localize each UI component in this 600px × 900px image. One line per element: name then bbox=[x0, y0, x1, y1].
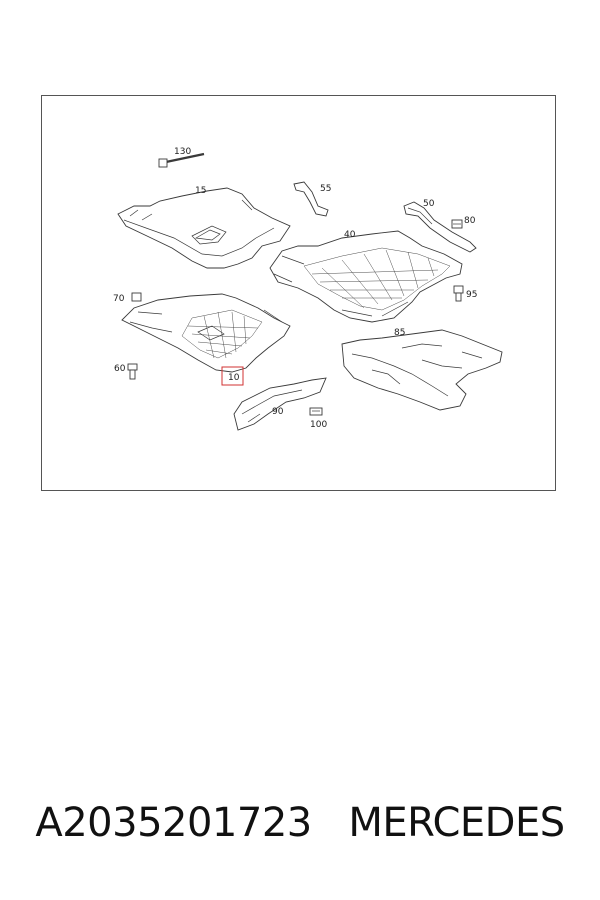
part-10-main-panel bbox=[121, 293, 291, 373]
part-number: A2035201723 bbox=[35, 800, 312, 846]
part-95-bolt bbox=[453, 285, 464, 302]
callout-70: 70 bbox=[113, 294, 125, 304]
part-90-side-panel bbox=[233, 377, 327, 431]
callout-85: 85 bbox=[394, 328, 405, 338]
part-60-bolt bbox=[127, 363, 138, 380]
callout-10-highlight bbox=[221, 366, 244, 386]
part-100-clip bbox=[309, 407, 323, 416]
part-55-bracket bbox=[293, 181, 329, 217]
callout-10: 10 bbox=[228, 373, 240, 383]
part-caption: A2035201723 MERCEDES bbox=[0, 800, 600, 860]
part-50-bracket bbox=[403, 201, 477, 253]
brand-name: MERCEDES bbox=[348, 800, 565, 846]
callout-90: 90 bbox=[272, 407, 284, 417]
part-70-nut bbox=[131, 292, 142, 302]
parts-diagram-svg: 130 15 55 50 80 40 70 95 85 60 10 90 100 bbox=[113, 147, 503, 431]
callout-130: 130 bbox=[174, 147, 191, 157]
part-40-center-panel bbox=[269, 230, 463, 323]
callout-95: 95 bbox=[466, 290, 477, 300]
callout-40: 40 bbox=[344, 230, 356, 240]
callout-100: 100 bbox=[310, 420, 327, 430]
callout-60: 60 bbox=[114, 364, 126, 374]
callout-50: 50 bbox=[423, 199, 435, 209]
part-80-clip bbox=[451, 219, 463, 229]
parts-diagram: 130 15 55 50 80 40 70 95 85 60 10 90 100 bbox=[41, 95, 556, 491]
part-85-rear-panel bbox=[341, 329, 503, 411]
callout-15: 15 bbox=[195, 186, 206, 196]
callout-55: 55 bbox=[320, 184, 331, 194]
part-130-cable-tie bbox=[158, 152, 205, 168]
callout-80: 80 bbox=[464, 216, 476, 226]
part-15-front-panel bbox=[117, 187, 291, 269]
